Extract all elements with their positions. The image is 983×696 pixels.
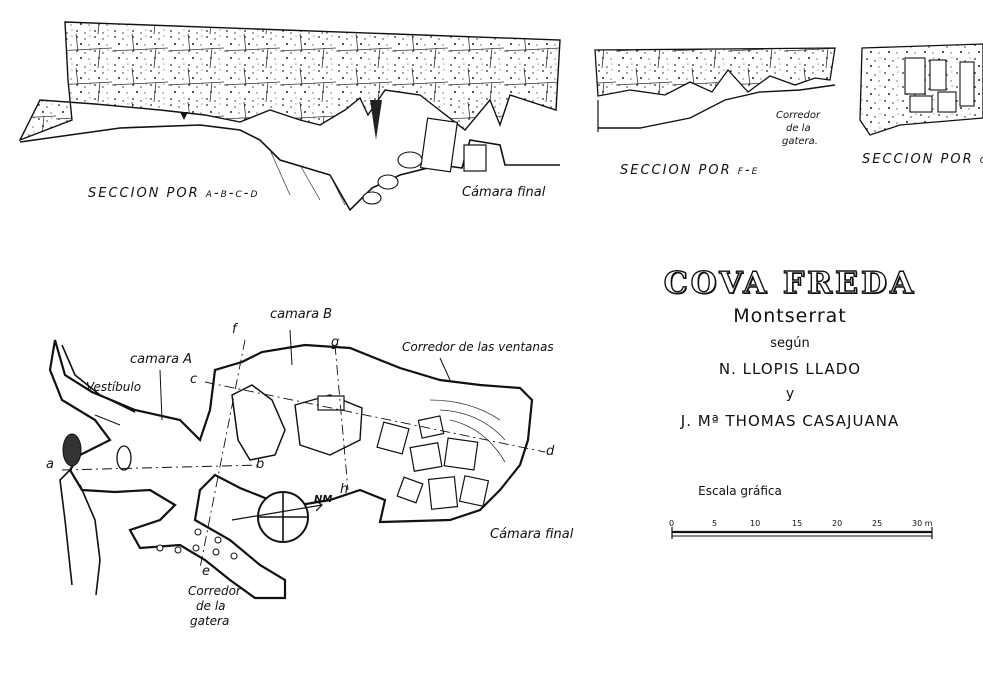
section-gatera-label-1: Corredor (776, 110, 821, 121)
section-line-c-d (204, 381, 546, 453)
section-fe (594, 47, 836, 132)
cave-title: COVA FREDA (663, 265, 917, 301)
letter-e: e (202, 564, 210, 579)
scale-tick-15: 15 (792, 519, 803, 528)
letter-g: g (331, 335, 340, 350)
plan-gatera-label-1: Corredor (188, 584, 241, 598)
north-label: NM (314, 494, 333, 505)
section-gh (859, 43, 983, 136)
conjunction: y (785, 386, 795, 402)
boulder (377, 174, 399, 190)
contour-lines (429, 399, 506, 463)
boulder (362, 191, 382, 205)
inner-pillar (231, 384, 286, 461)
letter-d: d (546, 444, 555, 459)
label-arrow (159, 369, 163, 421)
vestibulo-label: Vestíbulo (86, 380, 142, 394)
letter-h: h (340, 482, 349, 497)
rock-islet (116, 445, 132, 471)
scale-tick-25: 25 (872, 519, 883, 528)
section-line-a-b (61, 464, 263, 471)
cave-location: Montserrat (733, 305, 847, 327)
section-gh-caption: SECCION POR g-h (862, 152, 983, 167)
camara-a-label: camara A (130, 352, 193, 367)
scale-title: Escala gráfica (698, 484, 782, 498)
segun-label: según (770, 336, 810, 351)
section-fe-caption: SECCION POR f-e (620, 163, 760, 178)
letter-f: f (232, 322, 237, 337)
scale-tick-30: 30 m (912, 519, 933, 528)
plan-gatera-label-3: gatera (190, 614, 230, 628)
boulder-field (317, 395, 490, 510)
inner-pillar (294, 394, 363, 456)
plan-gatera-label-2: de la (196, 599, 226, 613)
corredor-ventanas-label: Corredor de las ventanas (402, 340, 554, 354)
scale-bar (671, 527, 933, 539)
section-abcd-floor (19, 124, 560, 212)
section-abcd-caption: SECCION POR a-b-c-d (88, 186, 260, 201)
section-gatera-label-2: de la (786, 123, 811, 134)
section-gatera-label-3: gatera. (782, 136, 818, 147)
floor-hatching (269, 149, 346, 206)
camara-b-label: camara B (270, 307, 333, 322)
scale-tick-5: 5 (712, 519, 718, 528)
stalactite (370, 100, 382, 140)
boulder (463, 144, 487, 172)
boulder (397, 151, 423, 169)
north-compass (231, 491, 323, 543)
stalactite (180, 112, 188, 120)
author-2: J. Mª THOMAS CASAJUANA (680, 412, 900, 430)
letter-c: c (190, 372, 198, 387)
plan-camara-final-label: Cámara final (490, 527, 574, 542)
scale-tick-20: 20 (832, 519, 843, 528)
section-fe-floor (598, 84, 836, 129)
scale-tick-0: 0 (669, 519, 675, 528)
plan-inner-wall (59, 344, 136, 596)
label-arrow (94, 414, 121, 426)
section-abcd (18, 21, 561, 212)
section-camara-final-label: Cámara final (462, 185, 546, 200)
label-arrow (439, 357, 451, 381)
cave-plan (48, 329, 546, 600)
rock-islet (62, 433, 82, 467)
section-fe-rock (594, 47, 836, 97)
author-1: N. LLOPIS LLADO (718, 360, 862, 378)
section-line-g-h (334, 344, 349, 491)
letter-b: b (256, 457, 265, 472)
gatera-pebbles (156, 528, 238, 560)
letter-a: a (46, 457, 54, 472)
label-arrow (289, 329, 293, 366)
boulder (419, 117, 459, 173)
scale-tick-10: 10 (750, 519, 761, 528)
section-abcd-rock (18, 21, 561, 142)
